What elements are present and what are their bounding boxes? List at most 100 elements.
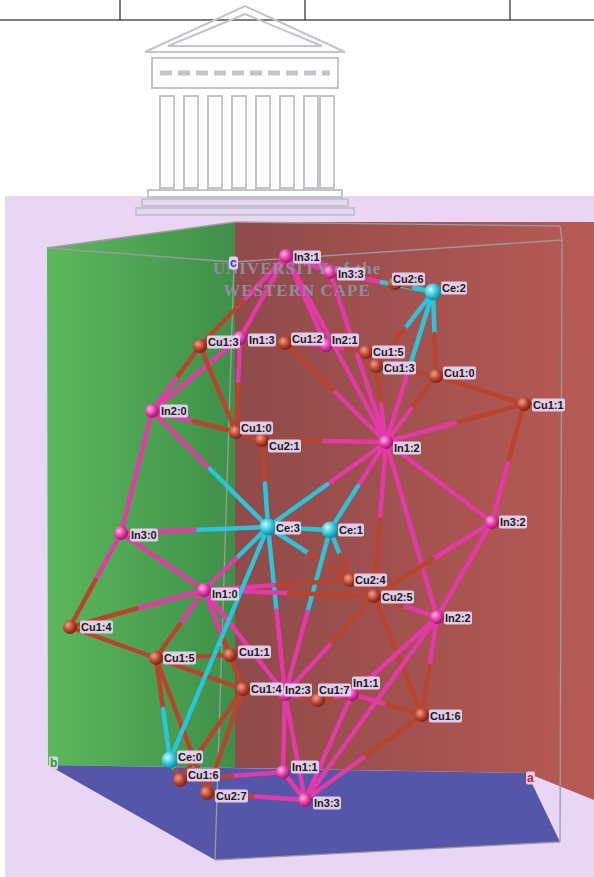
- bond-segment: [308, 530, 331, 612]
- axis-label: c: [229, 257, 238, 270]
- atom-sphere: [149, 651, 163, 665]
- atom-label: In2:0: [160, 405, 188, 418]
- panel-ground: [5, 196, 594, 877]
- atom-sphere: [276, 765, 290, 779]
- table-edge: [0, 0, 594, 20]
- atom-sphere: [425, 284, 442, 301]
- bond-segment: [492, 463, 508, 522]
- atom-sphere: [63, 620, 77, 634]
- bond-segment: [163, 562, 205, 591]
- atom-label: Cu1:1: [532, 399, 565, 412]
- bond-segment: [195, 527, 269, 530]
- bond-segment: [137, 411, 153, 472]
- bond-segment: [433, 522, 492, 559]
- atom-sphere: [278, 336, 292, 350]
- bond-segment: [121, 472, 137, 533]
- atom-sphere: [322, 522, 339, 539]
- bond-network: [70, 256, 524, 800]
- atom-label: Cu1:2: [291, 333, 324, 346]
- atom-label: In1:3: [248, 334, 276, 347]
- bond-segment: [295, 747, 305, 800]
- atom-sphere: [430, 610, 444, 624]
- atom-label: Cu1:1: [238, 646, 271, 659]
- bond-segment: [207, 741, 225, 793]
- bond-segment: [330, 596, 375, 645]
- bond-segment: [386, 423, 455, 442]
- atom-label: In2:2: [444, 612, 472, 625]
- bond-segment: [364, 715, 423, 758]
- bond-segment: [210, 469, 268, 527]
- atom-sphere: [485, 515, 499, 529]
- bond-segment: [336, 393, 387, 443]
- atom-sphere: [145, 404, 159, 418]
- atom-sphere: [200, 786, 214, 800]
- atom-sphere: [298, 793, 312, 807]
- atom-label: In1:0: [211, 588, 239, 601]
- atom-label: Cu2:6: [392, 273, 425, 286]
- atom-label: In3:0: [130, 529, 158, 542]
- atom-label: Cu2:7: [215, 790, 248, 803]
- bond-segment: [508, 404, 524, 463]
- atom-sphere: [193, 339, 207, 353]
- atom-sphere: [369, 359, 383, 373]
- atom-label: Ce:1: [338, 524, 364, 537]
- atom-sphere: [255, 433, 269, 447]
- atom-label: Ce:3: [275, 522, 301, 535]
- atom-label: In1:1: [352, 677, 380, 690]
- bond-segment: [371, 617, 437, 709]
- bond-segment: [380, 442, 386, 519]
- atom-sphere: [429, 369, 443, 383]
- atom-spheres: [63, 249, 531, 807]
- atom-sphere: [379, 435, 393, 449]
- atom-label: Cu2:1: [268, 440, 301, 453]
- bond-segment: [412, 530, 438, 618]
- bond-segment: [455, 404, 524, 423]
- bond-segment: [236, 385, 238, 432]
- atom-sphere: [517, 397, 531, 411]
- atom-sphere: [162, 752, 179, 769]
- atom-label: In2:1: [331, 334, 359, 347]
- atom-sphere: [359, 345, 373, 359]
- atom-label: Ce:2: [441, 282, 467, 295]
- atom-label: Cu1:6: [429, 710, 462, 723]
- atom-label: In1:2: [393, 442, 421, 455]
- atom-sphere: [415, 708, 429, 722]
- bond-segment: [327, 442, 386, 485]
- atom-label: In3:1: [293, 251, 321, 264]
- atom-sphere: [367, 589, 381, 603]
- atom-label: In1:1: [291, 761, 319, 774]
- bond-segment: [437, 570, 465, 618]
- bond-segment: [277, 580, 350, 585]
- bond-segment: [219, 527, 268, 644]
- bond-segment: [374, 596, 398, 656]
- bond-segment: [386, 442, 412, 530]
- bond-segment: [336, 349, 386, 442]
- atom-sphere: [236, 682, 250, 696]
- atom-label: In3:3: [337, 268, 365, 281]
- watermark-text: WESTERN CAPE: [222, 284, 372, 297]
- bond-segment: [439, 482, 492, 522]
- atom-label: Cu1:4: [250, 683, 283, 696]
- bond-segment: [386, 367, 410, 442]
- atom-label: In3:2: [499, 516, 527, 529]
- bond-segment: [156, 658, 182, 726]
- axis-label: b: [49, 757, 58, 770]
- bond-segment: [410, 292, 434, 367]
- atom-label: Cu1:3: [383, 362, 416, 375]
- atom-sphere: [114, 526, 128, 540]
- atom-label: Cu1:0: [240, 422, 273, 435]
- bond-segment: [268, 527, 277, 611]
- bond-segment: [305, 709, 371, 801]
- bond-segment: [152, 411, 210, 469]
- atom-label: In3:3: [313, 797, 341, 810]
- atom-label: In2:3: [284, 684, 312, 697]
- bond-segment: [232, 772, 284, 776]
- bond-segment: [422, 666, 430, 715]
- watermark-logo: [136, 6, 354, 215]
- atom-sphere: [197, 583, 211, 597]
- bond-segment: [256, 797, 305, 801]
- atom-label: Cu1:5: [163, 652, 196, 665]
- atom-label: Cu1:7: [318, 684, 351, 697]
